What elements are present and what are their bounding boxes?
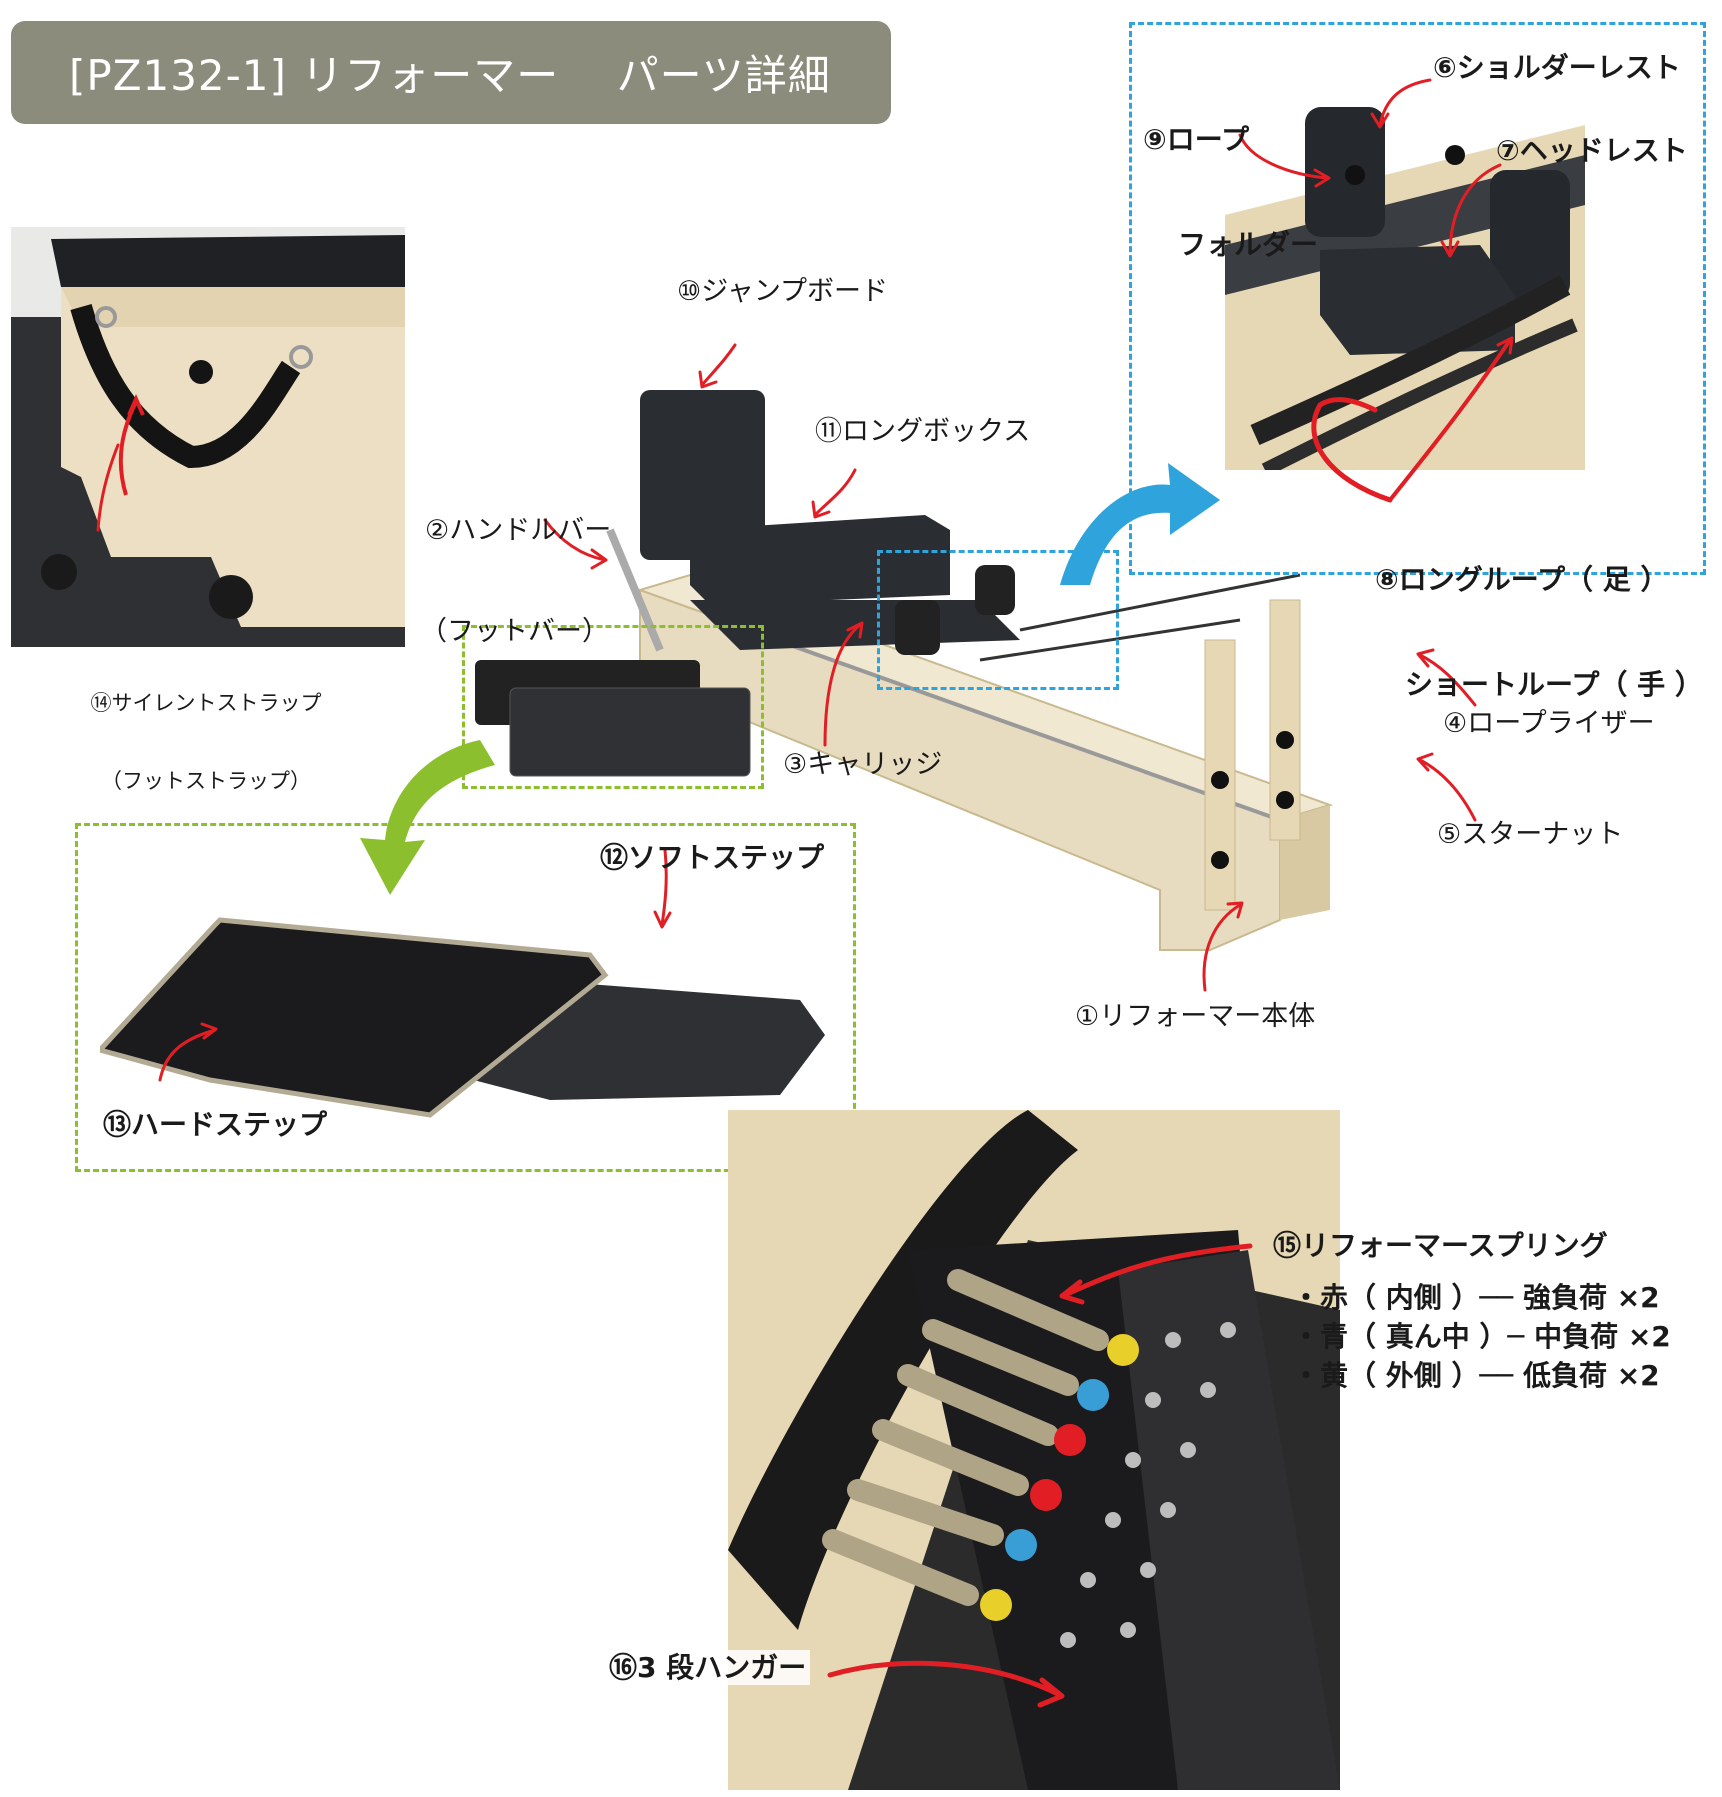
reformer-illustration: [606, 390, 1334, 951]
strap-photo: [11, 227, 405, 647]
label-rope-folder-line2: フォルダー: [1178, 228, 1319, 261]
arrow-handlebar: [543, 518, 607, 562]
label-silent-strap-line2: （フットストラップ）: [101, 769, 311, 794]
arrow-loops-a: [1311, 397, 1393, 503]
label-handle-bar: ②ハンドルバー （フットバー）: [420, 446, 612, 682]
arrow-strap: [96, 443, 120, 532]
loops-photo: [1225, 95, 1585, 470]
label-silent-strap: ⑭サイレントストラップ （フットストラップ）: [11, 637, 401, 821]
label-hard-step: ⑬ハードステップ: [103, 1108, 328, 1141]
arrow-longbox: [813, 468, 857, 517]
spring-item-yellow: ・黄（ 外側 ）── 低負荷 ×2: [1292, 1359, 1660, 1392]
arrowhead-spring: [1059, 1279, 1085, 1305]
label-rope-folder-line1: ⑨ロープ: [1143, 123, 1250, 156]
arrowhead-handlebar: [590, 548, 608, 570]
arrow-headrest: [1448, 163, 1502, 257]
label-loops: ⑧ロングループ（ 足 ） ショートループ（ 手 ）: [1375, 492, 1703, 737]
label-reformer-body: ①リフォーマー本体: [1075, 1001, 1316, 1032]
spring-item-red: ・赤（ 内側 ）── 強負荷 ×2: [1292, 1281, 1660, 1314]
arrow-riser: [1418, 653, 1477, 707]
label-shoulder-rest: ⑥ショルダーレスト: [1433, 51, 1681, 84]
page-title: [PZ132-1] リフォーマー パーツ詳細: [69, 51, 831, 100]
label-hanger: ⑯3 段ハンガー: [605, 1650, 811, 1685]
carriage-detail-frame: [877, 550, 1119, 690]
arrow-hard-step: [158, 1028, 217, 1082]
arrow-starnut: [1418, 758, 1477, 822]
label-short-loop: ショートループ（ 手 ）: [1405, 668, 1703, 701]
arrowhead-longbox: [811, 500, 831, 519]
label-silent-strap-line1: ⑭サイレントストラップ: [90, 690, 322, 715]
label-long-box: ⑪ロングボックス: [815, 416, 1031, 447]
label-soft-step: ⑫ソフトステップ: [600, 841, 825, 874]
spring-item-blue: ・青（ 真ん中 ）─ 中負荷 ×2: [1292, 1320, 1671, 1353]
arrowhead-riser: [1416, 648, 1435, 668]
label-long-loop: ⑧ロングループ（ 足 ）: [1375, 563, 1669, 596]
steps-small-illustration: [475, 660, 751, 777]
arrowhead-loops-b: [1496, 336, 1514, 355]
arrowhead-starnut: [1416, 752, 1434, 772]
label-rope-folder: ⑨ロープ フォルダー: [1143, 52, 1318, 297]
arrowhead-hard-step: [200, 1022, 218, 1040]
arrow-hanger: [827, 1660, 1063, 1698]
loops-detail-frame: [1129, 22, 1706, 575]
label-head-rest: ⑦ヘッドレスト: [1496, 134, 1688, 167]
steps-large-illustration: [100, 917, 825, 1118]
arrowhead-soft-step: [653, 910, 672, 929]
arrow-rope-folder: [1238, 133, 1330, 180]
arrowhead-body: [1226, 901, 1244, 919]
arrow-soft-step: [660, 848, 668, 927]
arrowhead-hanger: [1037, 1677, 1065, 1708]
arrow-carriage: [823, 623, 862, 747]
arrowhead-shoulder: [1370, 112, 1390, 129]
arrow-spring: [1062, 1243, 1253, 1298]
arrow-loops-b: [1388, 338, 1512, 502]
green-pointer-arrow: [360, 740, 495, 895]
arrowhead-carriage: [846, 621, 864, 639]
label-star-nut: ⑤スターナット: [1437, 819, 1624, 850]
arrow-shoulder: [1378, 78, 1432, 127]
blue-pointer-arrow: [1060, 463, 1220, 585]
arrowhead-jumpboard: [698, 370, 718, 389]
label-carriage: ③キャリッジ: [783, 749, 943, 780]
arrowhead-rope-folder: [1313, 168, 1331, 188]
label-handle-bar-line2: （フットバー）: [420, 615, 609, 647]
arrow-body: [1202, 903, 1242, 992]
spring-list: ・赤（ 内側 ）── 強負荷 ×2 ・青（ 真ん中 ）─ 中負荷 ×2 ・黄（ …: [1292, 1280, 1671, 1393]
label-rope-riser: ④ロープライザー: [1443, 708, 1655, 739]
label-jump-board: ⑩ジャンプボード: [677, 276, 889, 307]
steps-small-frame: [462, 625, 764, 789]
strap-photo-illustration: [11, 227, 405, 647]
loops-photo-illustration: [1225, 95, 1585, 470]
arrowhead-headrest: [1440, 240, 1460, 258]
title-bar: [PZ132-1] リフォーマー パーツ詳細: [11, 21, 891, 124]
label-handle-bar-line1: ②ハンドルバー: [425, 514, 612, 546]
steps-detail-frame: [75, 823, 856, 1172]
label-reformer-spring: ⑮リフォーマースプリング: [1273, 1229, 1608, 1262]
arrow-jumpboard: [700, 343, 737, 387]
